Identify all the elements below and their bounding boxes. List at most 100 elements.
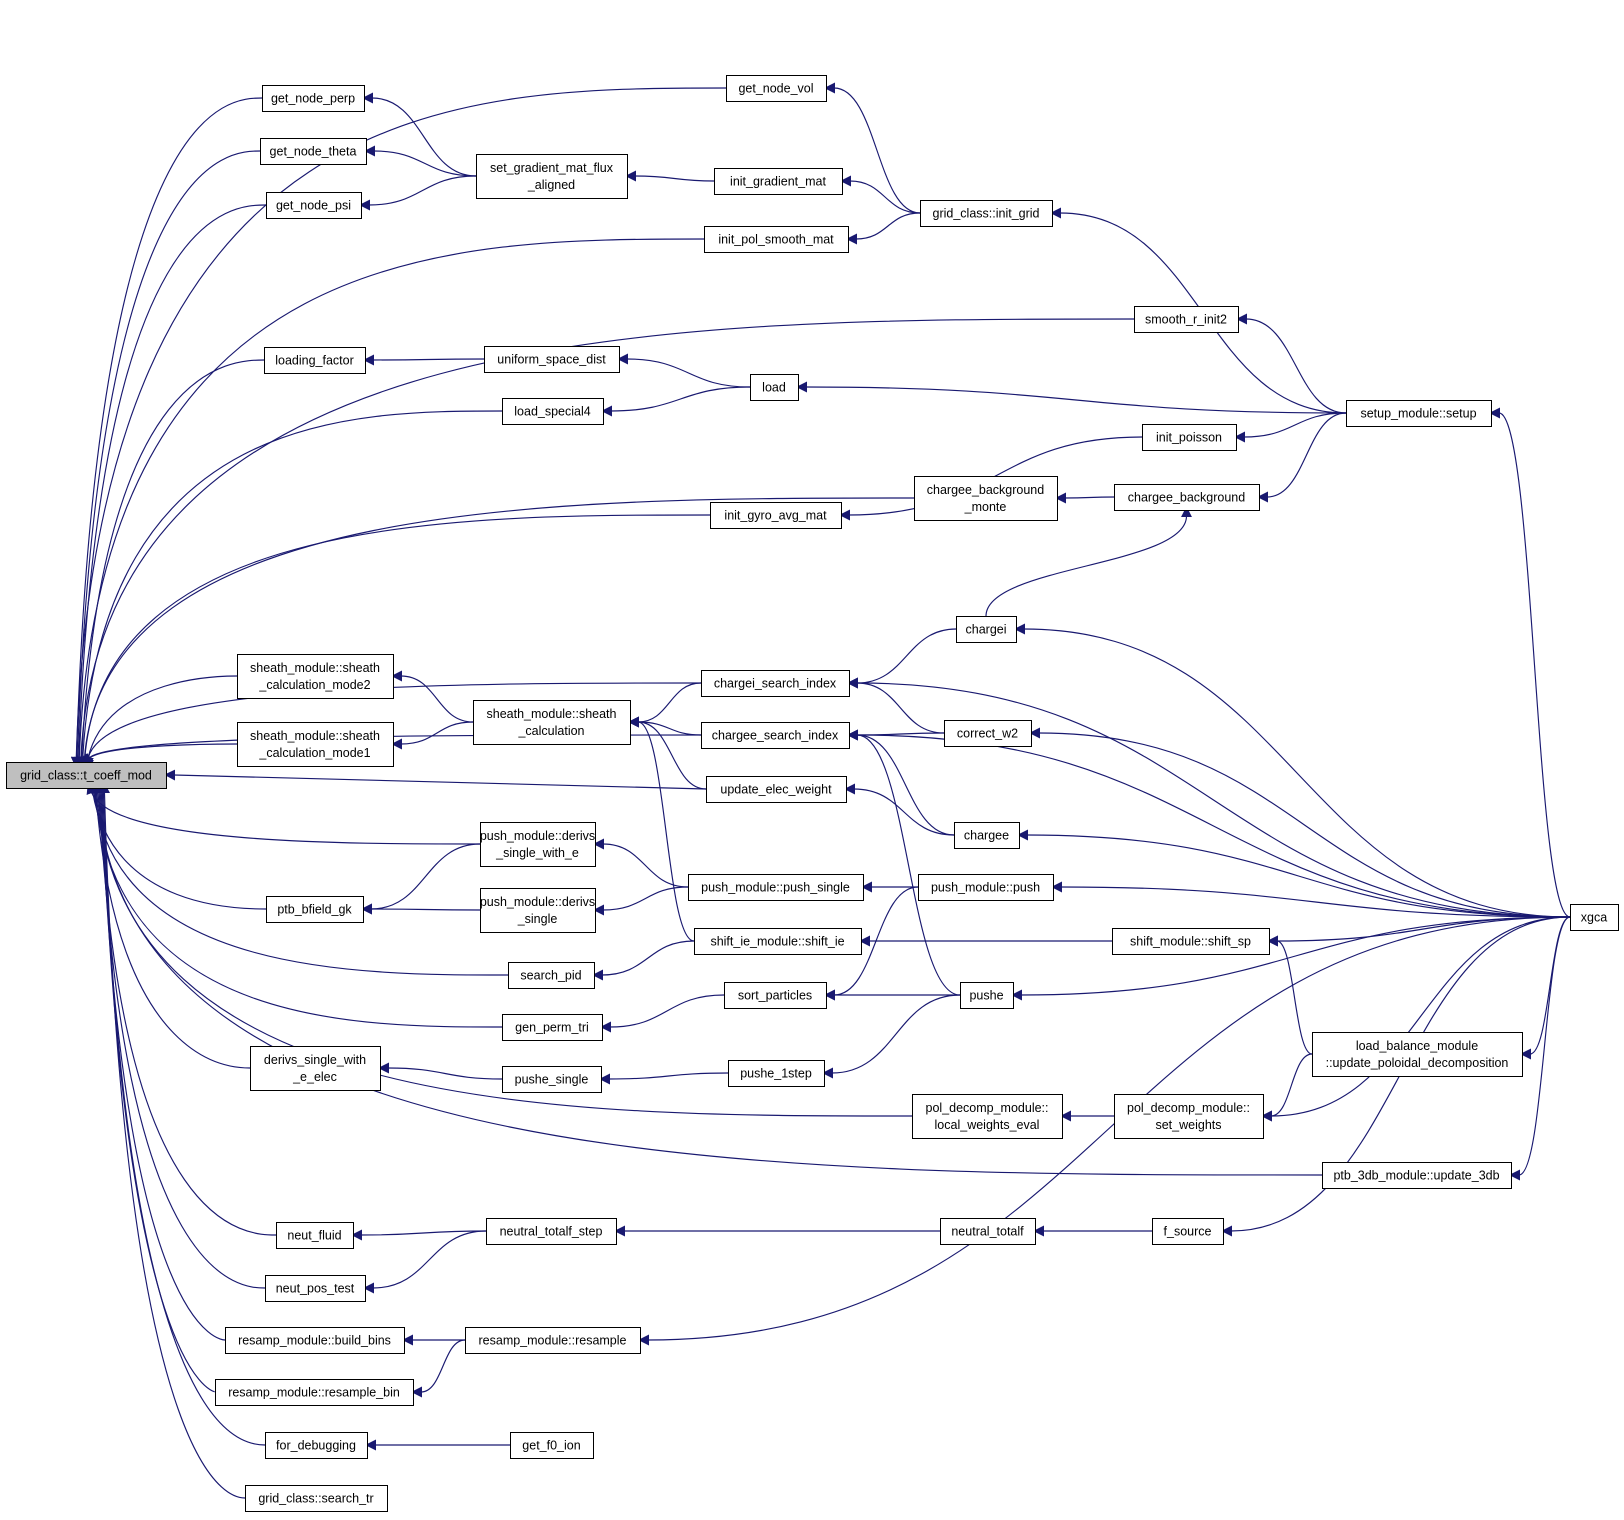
- edge-xgca-to-update_poloidal: [1520, 916, 1571, 1060]
- edge-resample_bin-to-t_coeff_mod: [96, 782, 216, 1393]
- node-push_single[interactable]: push_module::push_single: [688, 874, 864, 901]
- node-derivs_single[interactable]: push_module::derivs_single: [480, 888, 596, 933]
- node-set_weights[interactable]: pol_decomp_module::set_weights: [1114, 1094, 1264, 1139]
- edge-chargee-to-update_elec_weight: [844, 783, 955, 836]
- node-init_pol_smooth_mat[interactable]: init_pol_smooth_mat: [704, 226, 849, 253]
- node-get_node_vol[interactable]: get_node_vol: [726, 75, 827, 102]
- edge-update_poloidal-to-shift_sp: [1267, 935, 1313, 1055]
- node-derivs_elec[interactable]: derivs_single_with_e_elec: [250, 1046, 381, 1091]
- node-correct_w2[interactable]: correct_w2: [944, 720, 1032, 747]
- node-sheath_mode2[interactable]: sheath_module::sheath_calculation_mode2: [237, 654, 394, 699]
- node-neut_fluid[interactable]: neut_fluid: [276, 1222, 354, 1249]
- node-resample[interactable]: resamp_module::resample: [465, 1327, 641, 1354]
- node-push[interactable]: push_module::push: [918, 874, 1054, 901]
- node-label: get_node_psi: [276, 199, 351, 213]
- node-box: [1570, 904, 1619, 931]
- node-neut_pos_test[interactable]: neut_pos_test: [265, 1275, 366, 1302]
- node-init_gradient_mat[interactable]: init_gradient_mat: [714, 168, 843, 195]
- edge-derivs_single-to-ptb_bfield_gk: [361, 903, 481, 915]
- edge-uniform_space_dist-to-loading_factor: [363, 354, 485, 366]
- node-label: search_pid: [520, 969, 581, 983]
- node-label: set_gradient_mat_flux: [490, 161, 614, 175]
- node-load[interactable]: load: [750, 374, 799, 401]
- node-get_node_psi[interactable]: get_node_psi: [266, 192, 362, 219]
- node-sheath_calc[interactable]: sheath_module::sheath_calculation: [473, 700, 631, 745]
- edge-push-to-sort_particles: [824, 886, 919, 1001]
- node-load_special4[interactable]: load_special4: [502, 398, 604, 425]
- edge-set_gradient-to-get_node_psi: [359, 175, 477, 211]
- node-label: init_poisson: [1156, 431, 1222, 445]
- edge-init_grid-to-get_node_vol: [824, 82, 921, 214]
- node-shift_sp[interactable]: shift_module::shift_sp: [1112, 928, 1270, 955]
- edge-xgca-to-setup: [1489, 407, 1571, 918]
- node-pushe_single[interactable]: pushe_single: [502, 1066, 602, 1093]
- node-xgca[interactable]: xgca: [1570, 904, 1619, 931]
- node-label: uniform_space_dist: [497, 353, 606, 367]
- edge-for_debugging-to-t_coeff_mod: [97, 782, 266, 1446]
- edge-setup-to-chargee_background: [1257, 412, 1347, 503]
- node-gen_perm_tri[interactable]: gen_perm_tri: [502, 1014, 603, 1041]
- node-set_gradient[interactable]: set_gradient_mat_flux_aligned: [476, 154, 628, 199]
- node-chargei[interactable]: chargei: [956, 616, 1017, 643]
- node-sort_particles[interactable]: sort_particles: [724, 982, 827, 1009]
- node-label: sheath_module::sheath: [250, 729, 380, 743]
- edge-push_single-to-derivs_single: [593, 886, 689, 916]
- node-label: neutral_totalf: [951, 1225, 1024, 1239]
- node-setup[interactable]: setup_module::setup: [1346, 400, 1492, 427]
- edge-xgca-to-shift_sp: [1267, 916, 1571, 947]
- node-resample_bin[interactable]: resamp_module::resample_bin: [215, 1379, 414, 1406]
- node-box: [956, 616, 1017, 643]
- node-label: push_module::derivs: [480, 829, 595, 843]
- node-get_node_theta[interactable]: get_node_theta: [260, 138, 367, 165]
- edge-load-to-uniform_space_dist: [617, 353, 751, 388]
- node-chargee_background[interactable]: chargee_background: [1114, 484, 1260, 511]
- node-update_3db[interactable]: ptb_3db_module::update_3db: [1322, 1162, 1512, 1189]
- node-ptb_bfield_gk[interactable]: ptb_bfield_gk: [266, 896, 364, 923]
- node-init_grid[interactable]: grid_class::init_grid: [920, 200, 1053, 227]
- node-chargei_search_index[interactable]: chargei_search_index: [701, 670, 850, 697]
- node-label: neutral_totalf_step: [500, 1225, 603, 1239]
- node-sheath_mode1[interactable]: sheath_module::sheath_calculation_mode1: [237, 722, 394, 767]
- node-f_source[interactable]: f_source: [1152, 1218, 1224, 1245]
- node-smooth_r_init2[interactable]: smooth_r_init2: [1134, 306, 1239, 333]
- node-label: resamp_module::build_bins: [238, 1334, 391, 1348]
- node-box: [1112, 928, 1270, 955]
- node-label: shift_module::shift_sp: [1130, 935, 1251, 949]
- node-neutral_totalf[interactable]: neutral_totalf: [940, 1218, 1036, 1245]
- node-chargee_search_index[interactable]: chargee_search_index: [701, 722, 850, 749]
- node-label: pol_decomp_module::: [926, 1101, 1049, 1115]
- edge-pushe-to-pushe_1step: [822, 994, 961, 1079]
- node-box: [1134, 306, 1239, 333]
- node-search_tr[interactable]: grid_class::search_tr: [245, 1485, 388, 1512]
- edge-loading_factor-to-t_coeff_mod: [76, 359, 265, 768]
- edge-chargee_bg_monte-to-t_coeff_mod: [79, 497, 915, 768]
- node-get_node_perp[interactable]: get_node_perp: [262, 85, 365, 112]
- node-neutral_totalf_step[interactable]: neutral_totalf_step: [486, 1218, 617, 1245]
- node-chargee[interactable]: chargee: [954, 822, 1020, 849]
- node-label: grid_class::init_grid: [933, 207, 1040, 221]
- node-init_poisson[interactable]: init_poisson: [1142, 424, 1237, 451]
- node-loading_factor[interactable]: loading_factor: [264, 347, 366, 374]
- node-build_bins[interactable]: resamp_module::build_bins: [225, 1327, 405, 1354]
- edge-correct_w2-to-chargei_search_index: [847, 677, 945, 734]
- node-label: setup_module::setup: [1360, 407, 1476, 421]
- node-init_gyro_avg_mat[interactable]: init_gyro_avg_mat: [710, 502, 842, 529]
- node-box: [237, 722, 394, 767]
- node-uniform_space_dist[interactable]: uniform_space_dist: [484, 346, 620, 373]
- node-shift_ie[interactable]: shift_ie_module::shift_ie: [694, 928, 862, 955]
- node-search_pid[interactable]: search_pid: [508, 962, 595, 989]
- node-update_poloidal[interactable]: load_balance_module::update_poloidal_dec…: [1312, 1032, 1523, 1077]
- node-label: pushe: [969, 989, 1003, 1003]
- node-derivs_with_e[interactable]: push_module::derivs_single_with_e: [480, 822, 596, 867]
- edge-chargei_search_index-to-sheath_calc: [628, 682, 702, 728]
- node-pushe[interactable]: pushe: [960, 982, 1014, 1009]
- node-pushe_1step[interactable]: pushe_1step: [728, 1060, 825, 1087]
- node-box: [502, 1014, 603, 1041]
- node-box: [940, 1218, 1036, 1245]
- node-t_coeff_mod[interactable]: grid_class::t_coeff_mod: [6, 762, 167, 789]
- node-chargee_bg_monte[interactable]: chargee_background_monte: [914, 476, 1058, 521]
- node-update_elec_weight[interactable]: update_elec_weight: [706, 776, 847, 803]
- node-get_f0_ion[interactable]: get_f0_ion: [510, 1432, 594, 1459]
- node-for_debugging[interactable]: for_debugging: [265, 1432, 368, 1459]
- node-local_weights_eval[interactable]: pol_decomp_module::local_weights_eval: [912, 1094, 1063, 1139]
